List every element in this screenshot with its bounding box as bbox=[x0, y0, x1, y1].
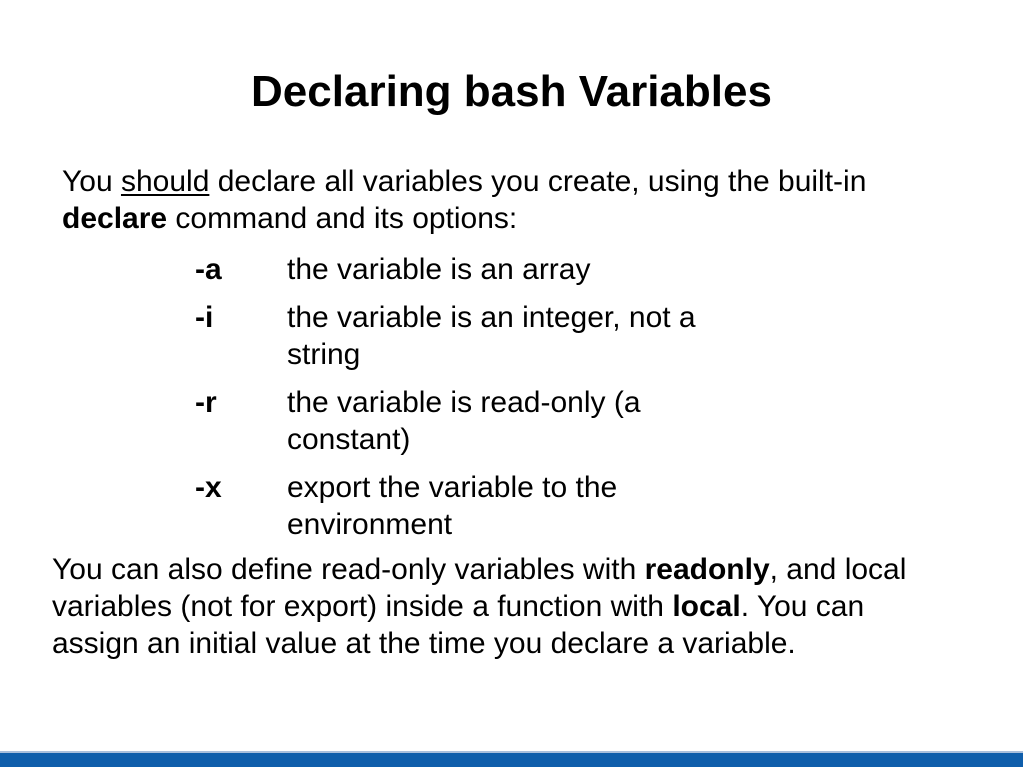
intro-underlined-word: should bbox=[120, 165, 210, 198]
option-row-x: -x export the variable to the environmen… bbox=[195, 469, 755, 543]
intro-bold-command: declare bbox=[62, 202, 168, 235]
bottom-accent-bar bbox=[0, 751, 1023, 767]
closing-text-3: variables (not for export) inside a func… bbox=[52, 590, 673, 623]
closing-text-2: , and local bbox=[769, 553, 907, 586]
option-description: the variable is an array bbox=[287, 253, 591, 286]
option-flag: -a bbox=[195, 253, 222, 286]
closing-text-4: . You can bbox=[740, 590, 865, 623]
intro-paragraph: You should declare all variables you cre… bbox=[62, 163, 962, 237]
closing-text-1: You can also define read-only variables … bbox=[52, 553, 645, 586]
closing-paragraph: You can also define read-only variables … bbox=[52, 551, 982, 662]
intro-text-pre: You bbox=[62, 165, 121, 198]
closing-text-5: assign an initial value at the time you … bbox=[52, 627, 796, 660]
option-description: export the variable to the environment bbox=[287, 471, 618, 541]
option-description: the variable is read-only (a constant) bbox=[287, 386, 641, 456]
option-row-r: -r the variable is read-only (a constant… bbox=[195, 384, 755, 458]
option-row-i: -i the variable is an integer, not a str… bbox=[195, 299, 755, 373]
slide-title: Declaring bash Variables bbox=[251, 67, 772, 116]
option-flag: -i bbox=[195, 301, 214, 334]
closing-bold-local: local bbox=[672, 590, 741, 623]
closing-bold-readonly: readonly bbox=[644, 553, 770, 586]
intro-text-end: command and its options: bbox=[167, 202, 518, 235]
options-list: -a the variable is an array -i the varia… bbox=[195, 251, 755, 554]
option-flag: -x bbox=[195, 471, 222, 504]
option-description: the variable is an integer, not a string bbox=[287, 301, 696, 371]
option-flag: -r bbox=[195, 386, 217, 419]
intro-text-rest: declare all variables you create, using … bbox=[209, 165, 867, 198]
option-row-a: -a the variable is an array bbox=[195, 251, 755, 288]
